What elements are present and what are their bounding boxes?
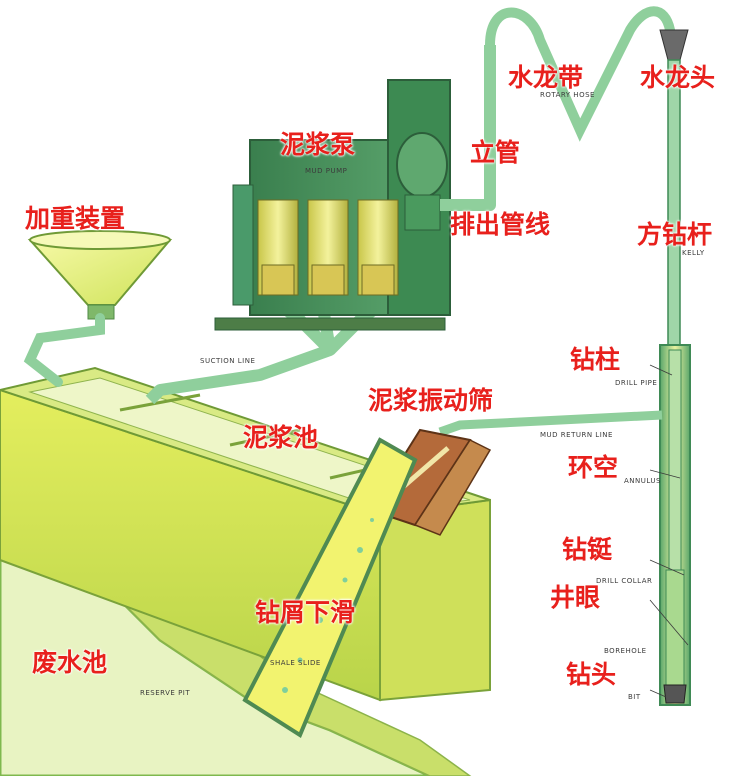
label-annulus: 环空 (568, 453, 619, 482)
label-bit: 钻头 (566, 660, 617, 689)
label-drill-pipe: 钻柱 (570, 345, 621, 374)
drill-bit (663, 684, 687, 704)
label-en-drill-collar: DRILL COLLAR (596, 577, 653, 585)
hopper-pipe (23, 313, 105, 387)
label-kelly: 方钻杆 (637, 220, 713, 249)
label-discharge-line: 排出管线 (450, 210, 551, 239)
pulsation-dampener (396, 132, 448, 198)
label-en-rotary-hose: ROTARY HOSE (540, 91, 595, 99)
label-shale-slide: 钻屑下滑 (255, 598, 356, 627)
rotary-hose (485, 6, 675, 142)
label-standpipe: 立管 (470, 138, 521, 167)
label-en-suction-line: SUCTION LINE (200, 357, 256, 365)
label-en-drill-pipe: DRILL PIPE (615, 379, 658, 387)
label-en-kelly: KELLY (682, 249, 705, 257)
pit-divider (229, 428, 301, 447)
kelly (667, 59, 681, 351)
pit-divider (119, 393, 201, 412)
shale-slide (242, 437, 418, 738)
label-en-shale-slide: SHALE SLIDE (270, 659, 321, 667)
label-en-annulus: ANNULUS (624, 477, 662, 485)
mud-return-line (438, 410, 663, 437)
standpipe (440, 45, 496, 211)
drill-collar (665, 569, 685, 686)
label-shale-shaker: 泥浆振动筛 (368, 386, 494, 415)
label-en-reserve-pit: RESERVE PIT (140, 689, 191, 697)
label-en-bit: BIT (628, 693, 641, 701)
label-en-mud-pump: MUD PUMP (305, 167, 348, 175)
cuttings (282, 518, 374, 693)
label-rotary-hose: 水龙带 (508, 63, 584, 92)
label-mud-pump: 泥浆泵 (280, 130, 356, 159)
label-drill-collar: 钻铤 (562, 535, 613, 564)
label-reserve-pit: 废水池 (32, 648, 108, 677)
label-borehole: 井眼 (550, 583, 601, 612)
label-en-borehole: BOREHOLE (604, 647, 647, 655)
label-swivel: 水龙头 (640, 63, 716, 92)
pump-cylinders (257, 199, 399, 296)
label-weighting-device: 加重装置 (25, 204, 126, 233)
drill-pipe (668, 349, 682, 571)
leader-lines (649, 364, 689, 698)
label-mud-pit: 泥浆池 (243, 423, 319, 452)
swivel (659, 29, 689, 61)
label-en-mud-return-line: MUD RETURN LINE (540, 431, 613, 439)
